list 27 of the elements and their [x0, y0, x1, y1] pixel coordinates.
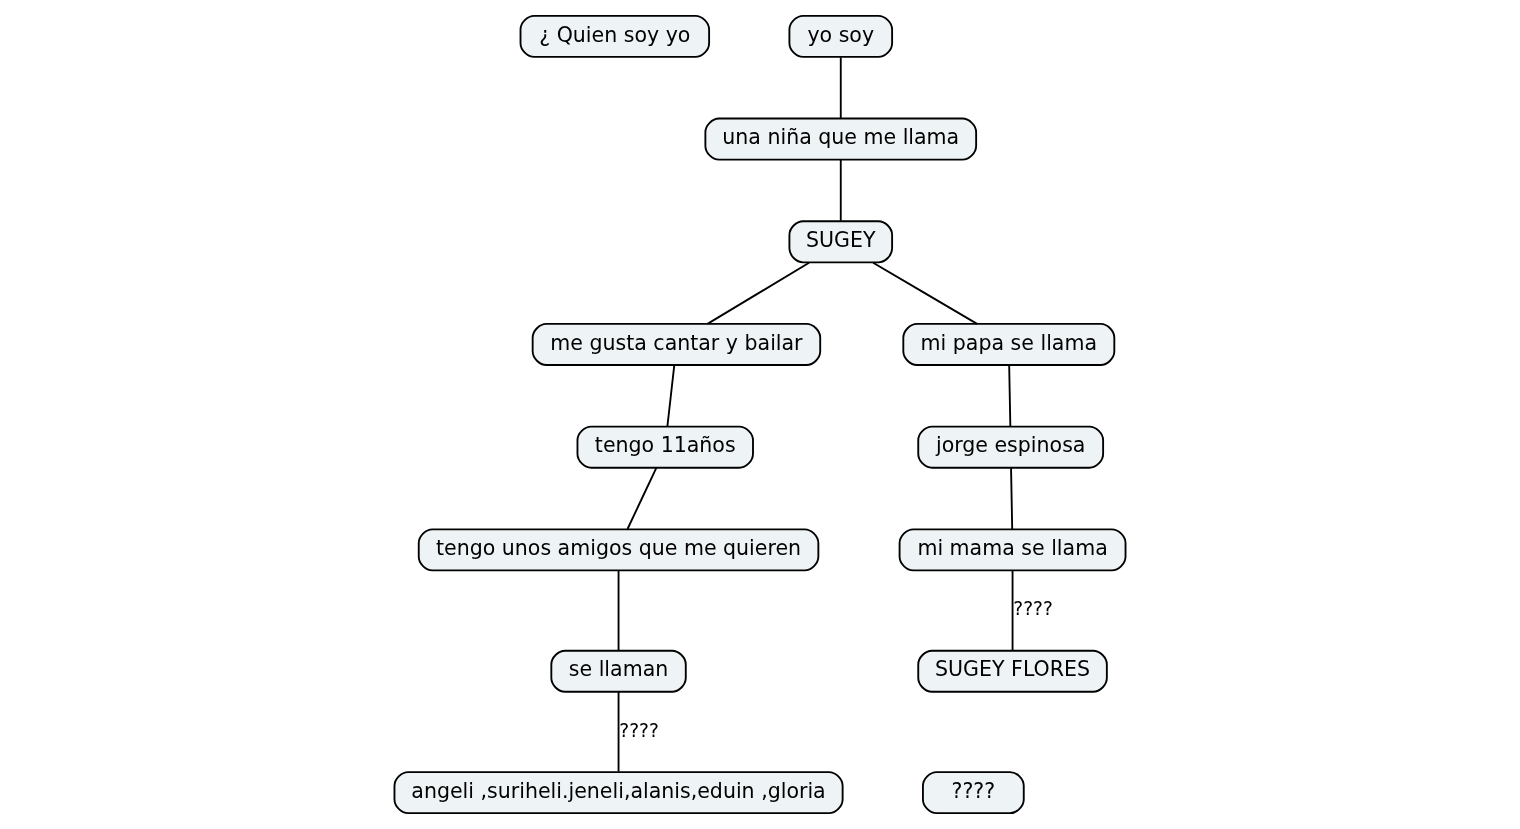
node-box: jorge espinosa [917, 425, 1105, 469]
edge-label: ???? [619, 719, 659, 741]
edge-label: ???? [1013, 598, 1053, 620]
connector [666, 364, 676, 428]
node-box: se llaman [550, 649, 687, 693]
node-box: mi mama se llama [898, 528, 1127, 572]
connector [839, 56, 842, 120]
connector [1010, 467, 1014, 530]
node-box: tengo unos amigos que me quieren [417, 528, 820, 572]
connector [626, 467, 658, 530]
node-box: una niña que me llama [704, 117, 978, 161]
node-box: ¿ Quien soy yo [519, 14, 711, 58]
connector [706, 261, 810, 325]
node-box: SUGEY FLORES [917, 649, 1108, 693]
connector [617, 569, 620, 652]
node-box: yo soy [788, 14, 894, 58]
connector [1011, 569, 1014, 652]
connector [872, 261, 979, 325]
connector [617, 691, 620, 773]
node-box: tengo 11años [576, 425, 754, 469]
node-box: ???? [922, 771, 1025, 815]
node-box: me gusta cantar y bailar [531, 323, 822, 366]
node-box: mi papa se llama [902, 323, 1116, 366]
node-box: SUGEY [788, 220, 894, 264]
connector [1008, 364, 1012, 428]
connector [839, 159, 842, 222]
node-box: angeli ,suriheli.jeneli,alanis,eduin ,gloria [393, 771, 844, 815]
